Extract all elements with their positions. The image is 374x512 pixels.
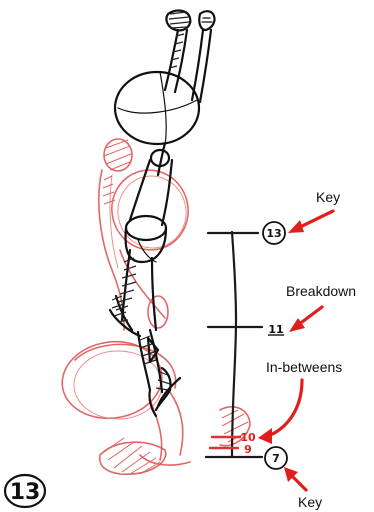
label-key-bottom: Key (298, 494, 322, 510)
arrow-breakdown (296, 305, 324, 327)
annotation-labels: Key Breakdown In-betweens Key (266, 189, 356, 510)
annotation-arrows (258, 209, 335, 492)
label-inbetweens: In-betweens (266, 359, 342, 375)
timing-chart: 13 11 10 9 7 (204, 221, 288, 470)
corner-frame-text: 13 (10, 480, 41, 505)
arrowhead-key-top (288, 220, 304, 233)
frame-number-inbetween-9: 9 (244, 443, 252, 456)
arrowhead-inbetweens (258, 428, 272, 444)
arrow-key-top (294, 209, 335, 231)
frame-number-key-top: 13 (266, 227, 281, 240)
corner-frame-number: 13 (3, 473, 47, 509)
label-breakdown: Breakdown (286, 283, 356, 299)
frame-circle-key-bottom (264, 446, 288, 470)
label-key-top: Key (316, 189, 340, 205)
frame-circle-key-top (262, 221, 286, 245)
corner-frame-circle (3, 473, 47, 509)
arrowhead-breakdown (289, 318, 305, 332)
crouch-pose-sketch (61, 138, 251, 475)
frame-number-breakdown: 11 (268, 323, 283, 336)
frame-number-inbetween-10: 10 (240, 431, 256, 444)
arrow-inbetweens (266, 378, 304, 438)
key-pose-sketch (108, 9, 216, 418)
arrowhead-key-bottom (284, 467, 298, 482)
frame-number-key-bottom: 7 (272, 452, 280, 465)
